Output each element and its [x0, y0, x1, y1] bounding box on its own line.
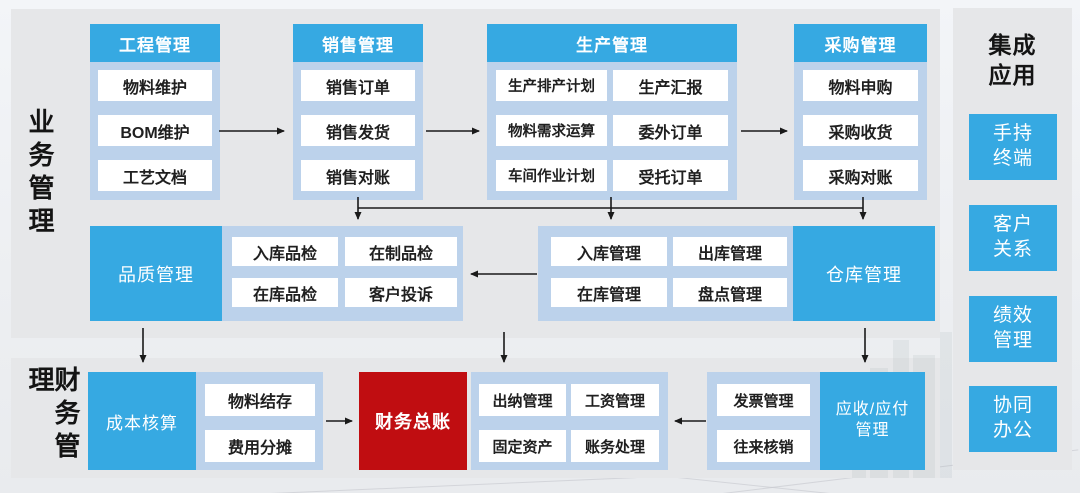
- node-transaction-write-off: 往来核销: [717, 430, 810, 462]
- node-production-report: 生产汇报: [613, 70, 728, 101]
- node-sales-order: 销售订单: [301, 70, 415, 101]
- node-accounting-processing: 账务处理: [571, 430, 659, 462]
- node-invoice-management: 发票管理: [717, 384, 810, 416]
- node-production-scheduling: 生产排产计划: [496, 70, 607, 101]
- app-customer-relationship: 客户 关系: [969, 205, 1057, 271]
- node-cashier-management: 出纳管理: [479, 384, 566, 416]
- app-performance-management: 绩效 管理: [969, 296, 1057, 362]
- node-consignment-order: 受托订单: [613, 160, 728, 191]
- node-process-documents: 工艺文档: [98, 160, 212, 191]
- node-sales-reconciliation: 销售对账: [301, 160, 415, 191]
- app-collaborative-office: 协同 办公: [969, 386, 1057, 452]
- group-header-sales: 销售管理: [293, 24, 423, 62]
- node-outbound-management: 出库管理: [673, 237, 787, 266]
- node-customer-complaint: 客户投诉: [345, 278, 457, 307]
- finance-management-label: 财务管理: [25, 366, 81, 465]
- app-handheld-terminal: 手持 终端: [969, 114, 1057, 180]
- node-material-maintenance: 物料维护: [98, 70, 212, 101]
- group-header-production: 生产管理: [487, 24, 737, 62]
- warehouse-management-box: 仓库管理: [793, 226, 935, 321]
- cost-accounting-box: 成本核算: [88, 372, 196, 470]
- node-sales-delivery: 销售发货: [301, 115, 415, 146]
- bg-building: [940, 332, 952, 478]
- node-stocktaking-management: 盘点管理: [673, 278, 787, 307]
- node-outsourcing-order: 委外订单: [613, 115, 728, 146]
- node-purchase-reconciliation: 采购对账: [803, 160, 918, 191]
- node-in-process-inspection: 在制品检: [345, 237, 457, 266]
- node-mrp-calculation: 物料需求运算: [496, 115, 607, 146]
- quality-management-box: 品质管理: [90, 226, 222, 321]
- node-material-balance: 物料结存: [205, 384, 315, 416]
- node-material-requisition: 物料申购: [803, 70, 918, 101]
- node-in-stock-inspection: 在库品检: [232, 278, 338, 307]
- group-header-engineering: 工程管理: [90, 24, 220, 62]
- ar-ap-management-box: 应收/应付 管理: [820, 372, 925, 470]
- node-fixed-assets: 固定资产: [479, 430, 566, 462]
- node-purchase-receiving: 采购收货: [803, 115, 918, 146]
- node-expense-allocation: 费用分摊: [205, 430, 315, 462]
- node-workshop-plan: 车间作业计划: [496, 160, 607, 191]
- business-management-label: 业务管理: [25, 108, 55, 240]
- node-payroll-management: 工资管理: [571, 384, 659, 416]
- node-in-stock-management: 在库管理: [551, 278, 667, 307]
- node-bom-maintenance: BOM维护: [98, 115, 212, 146]
- node-inbound-management: 入库管理: [551, 237, 667, 266]
- general-ledger-box: 财务总账: [359, 372, 467, 470]
- group-header-procurement: 采购管理: [794, 24, 927, 62]
- node-incoming-inspection: 入库品检: [232, 237, 338, 266]
- integrated-apps-title: 集成 应用: [988, 32, 1037, 88]
